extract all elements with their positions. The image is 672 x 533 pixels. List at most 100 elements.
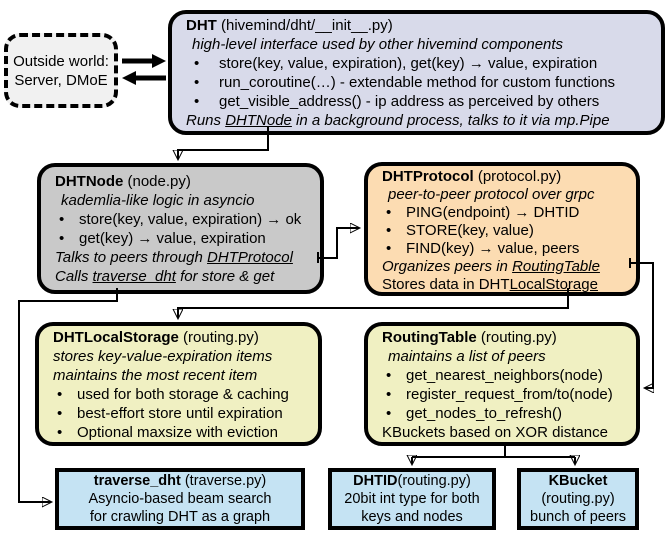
text-segment: (traverse.py): [180, 473, 267, 489]
bullet-marker: •: [59, 211, 65, 228]
text-segment: KBucket: [548, 473, 608, 489]
text-line: • STORE(key, value): [382, 222, 634, 240]
dhtlocalstorage-box: DHTLocalStorage (routing.py) stores key-v…: [35, 322, 322, 446]
text-line: Runs DHTNode in a background process, ta…: [186, 111, 659, 130]
text-line: • store(key, value, expiration) → ok: [55, 210, 318, 229]
bullet-marker: •: [386, 240, 392, 257]
text-segment: maintains the most recent item: [53, 367, 258, 384]
text-segment: used for both storage & caching: [77, 386, 289, 403]
text-segment: Talks to peers through: [55, 249, 208, 266]
text-segment: RoutingTable: [382, 329, 477, 346]
text-line: DHT (hivemind/dht/__init__.py): [186, 16, 659, 35]
text-segment: peer-to-peer protocol over grpc: [388, 186, 595, 203]
text-segment: Server, DMoE: [14, 71, 108, 89]
bullet-marker: •: [386, 204, 392, 221]
text-line: • store(key, value, expiration), get(key)…: [186, 54, 659, 73]
text-line: • get(key) → value, expiration: [55, 229, 318, 248]
text-line: •run_coroutine(…) - extendable method fo…: [186, 73, 659, 92]
bullet-marker: •: [386, 222, 392, 239]
text-segment: PING(endpoint) → DHTID: [406, 204, 580, 221]
text-line: RoutingTable (routing.py): [382, 328, 636, 347]
bullet-marker: •: [57, 424, 63, 441]
text-line: DHTNode (node.py): [55, 172, 318, 191]
text-segment: DHTID: [353, 473, 398, 489]
text-line: high-level interface used by other hivem…: [186, 35, 659, 54]
text-line: Server, DMoE: [14, 71, 107, 90]
text-line: •get_nearest_neighbors(node): [382, 366, 636, 385]
text-segment: 20bit int type for both: [344, 491, 480, 507]
text-line: stores key-value-expiration items: [53, 347, 316, 366]
text-line: kademlia-like logic in asyncio: [55, 191, 318, 210]
text-segment: get_nearest_neighbors(node): [406, 367, 603, 384]
text-segment: DHTProtocol: [207, 249, 293, 266]
text-segment: for crawling DHT as a graph: [89, 509, 271, 525]
bullet-marker: •: [194, 93, 200, 110]
text-segment: in a background process, talks to it via…: [291, 112, 610, 129]
text-segment: FIND(key) → value, peers: [406, 240, 580, 257]
text-segment: high-level interface used by other hivem…: [192, 36, 564, 53]
text-line: maintains a list of peers: [382, 347, 636, 366]
text-segment: store(key, value, expiration) → ok: [79, 211, 302, 228]
text-line: • FIND(key) → value, peers: [382, 240, 634, 258]
text-segment: bunch of peers: [530, 509, 626, 525]
text-line: • PING(endpoint) → DHTID: [382, 204, 634, 222]
bullet-marker: •: [386, 405, 392, 422]
dht-box: DHT (hivemind/dht/__init__.py)high-level…: [168, 10, 665, 135]
text-line: •used for both storage & caching: [53, 385, 316, 404]
routingtable-box: RoutingTable (routing.py)maintains a lis…: [364, 322, 640, 446]
text-segment: best-effort store until expiration: [77, 405, 283, 422]
text-segment: get(key) → value, expiration: [79, 230, 266, 247]
text-segment: KBuckets based on XOR distance: [382, 424, 608, 441]
text-segment: RoutingTable: [512, 258, 600, 275]
text-segment: keys and nodes: [361, 509, 463, 525]
text-segment: DHTProtocol: [382, 168, 474, 185]
bullet-marker: •: [386, 386, 392, 403]
text-line: • Optional maxsize with eviction: [53, 423, 316, 442]
text-line: Talks to peers through DHTProtocol: [55, 248, 318, 267]
text-segment: STORE(key, value): [406, 222, 534, 239]
text-segment: (routing.py): [476, 329, 557, 346]
dhtprotocol-box: DHTProtocol (protocol.py)peer-to-peer pr…: [364, 162, 640, 296]
text-segment: DHTLocalStorage: [53, 329, 179, 346]
kbucket-box: KBucket (routing.py) bunch of peers: [517, 468, 639, 530]
text-line: traverse_dht (traverse.py): [59, 472, 301, 490]
text-segment: Asyncio-based beam search: [88, 491, 272, 507]
text-segment: (routing.py): [178, 329, 259, 346]
text-line: Asyncio-based beam search: [59, 490, 301, 508]
text-segment: Outside world:: [13, 52, 109, 70]
connector-dhtnode-to-dhtprotocol: [318, 228, 359, 259]
text-segment: store(key, value, expiration), get(key) …: [219, 55, 598, 72]
dhtid-box: DHTID(routing.py)20bit int type for both…: [328, 468, 496, 530]
text-line: for crawling DHT as a graph: [59, 508, 301, 526]
dhtnode-box: DHTNode (node.py)kademlia-like logic in …: [37, 163, 324, 294]
text-segment: for store & get: [175, 268, 275, 285]
text-segment: get_visible_address() - ip address as pe…: [219, 93, 600, 110]
text-segment: Optional maxsize with eviction: [77, 424, 278, 441]
text-segment: (protocol.py): [473, 168, 562, 185]
text-line: Organizes peers in RoutingTable: [382, 258, 634, 276]
text-segment: (routing.py): [541, 491, 615, 507]
bullet-marker: •: [59, 230, 65, 247]
text-segment: stores key-value-expiration items: [53, 348, 273, 365]
text-segment: Stores data in DHT: [382, 276, 510, 293]
text-line: Stores data in DHTLocalStorage: [382, 276, 634, 294]
text-line: peer-to-peer protocol over grpc: [382, 186, 634, 204]
bullet-marker: •: [194, 74, 200, 91]
bullet-marker: •: [194, 55, 200, 72]
text-segment: DHT: [186, 17, 217, 34]
text-line: Outside world:: [13, 52, 109, 71]
arrow-outside-to-dht: [122, 54, 166, 68]
text-line: KBuckets based on XOR distance: [382, 423, 636, 442]
text-segment: LocalStorage: [509, 276, 598, 293]
text-line: keys and nodes: [332, 508, 492, 526]
text-segment: DHTNode: [55, 173, 124, 190]
text-segment: traverse_dht: [92, 268, 176, 285]
text-segment: register_request_from/to(node): [406, 386, 613, 403]
text-segment: traverse_dht: [93, 473, 181, 489]
text-line: bunch of peers: [521, 508, 635, 526]
text-segment: (routing.py): [397, 473, 471, 489]
text-line: DHTID(routing.py): [332, 472, 492, 490]
text-line: DHTProtocol (protocol.py): [382, 168, 634, 186]
text-line: KBucket: [521, 472, 635, 490]
